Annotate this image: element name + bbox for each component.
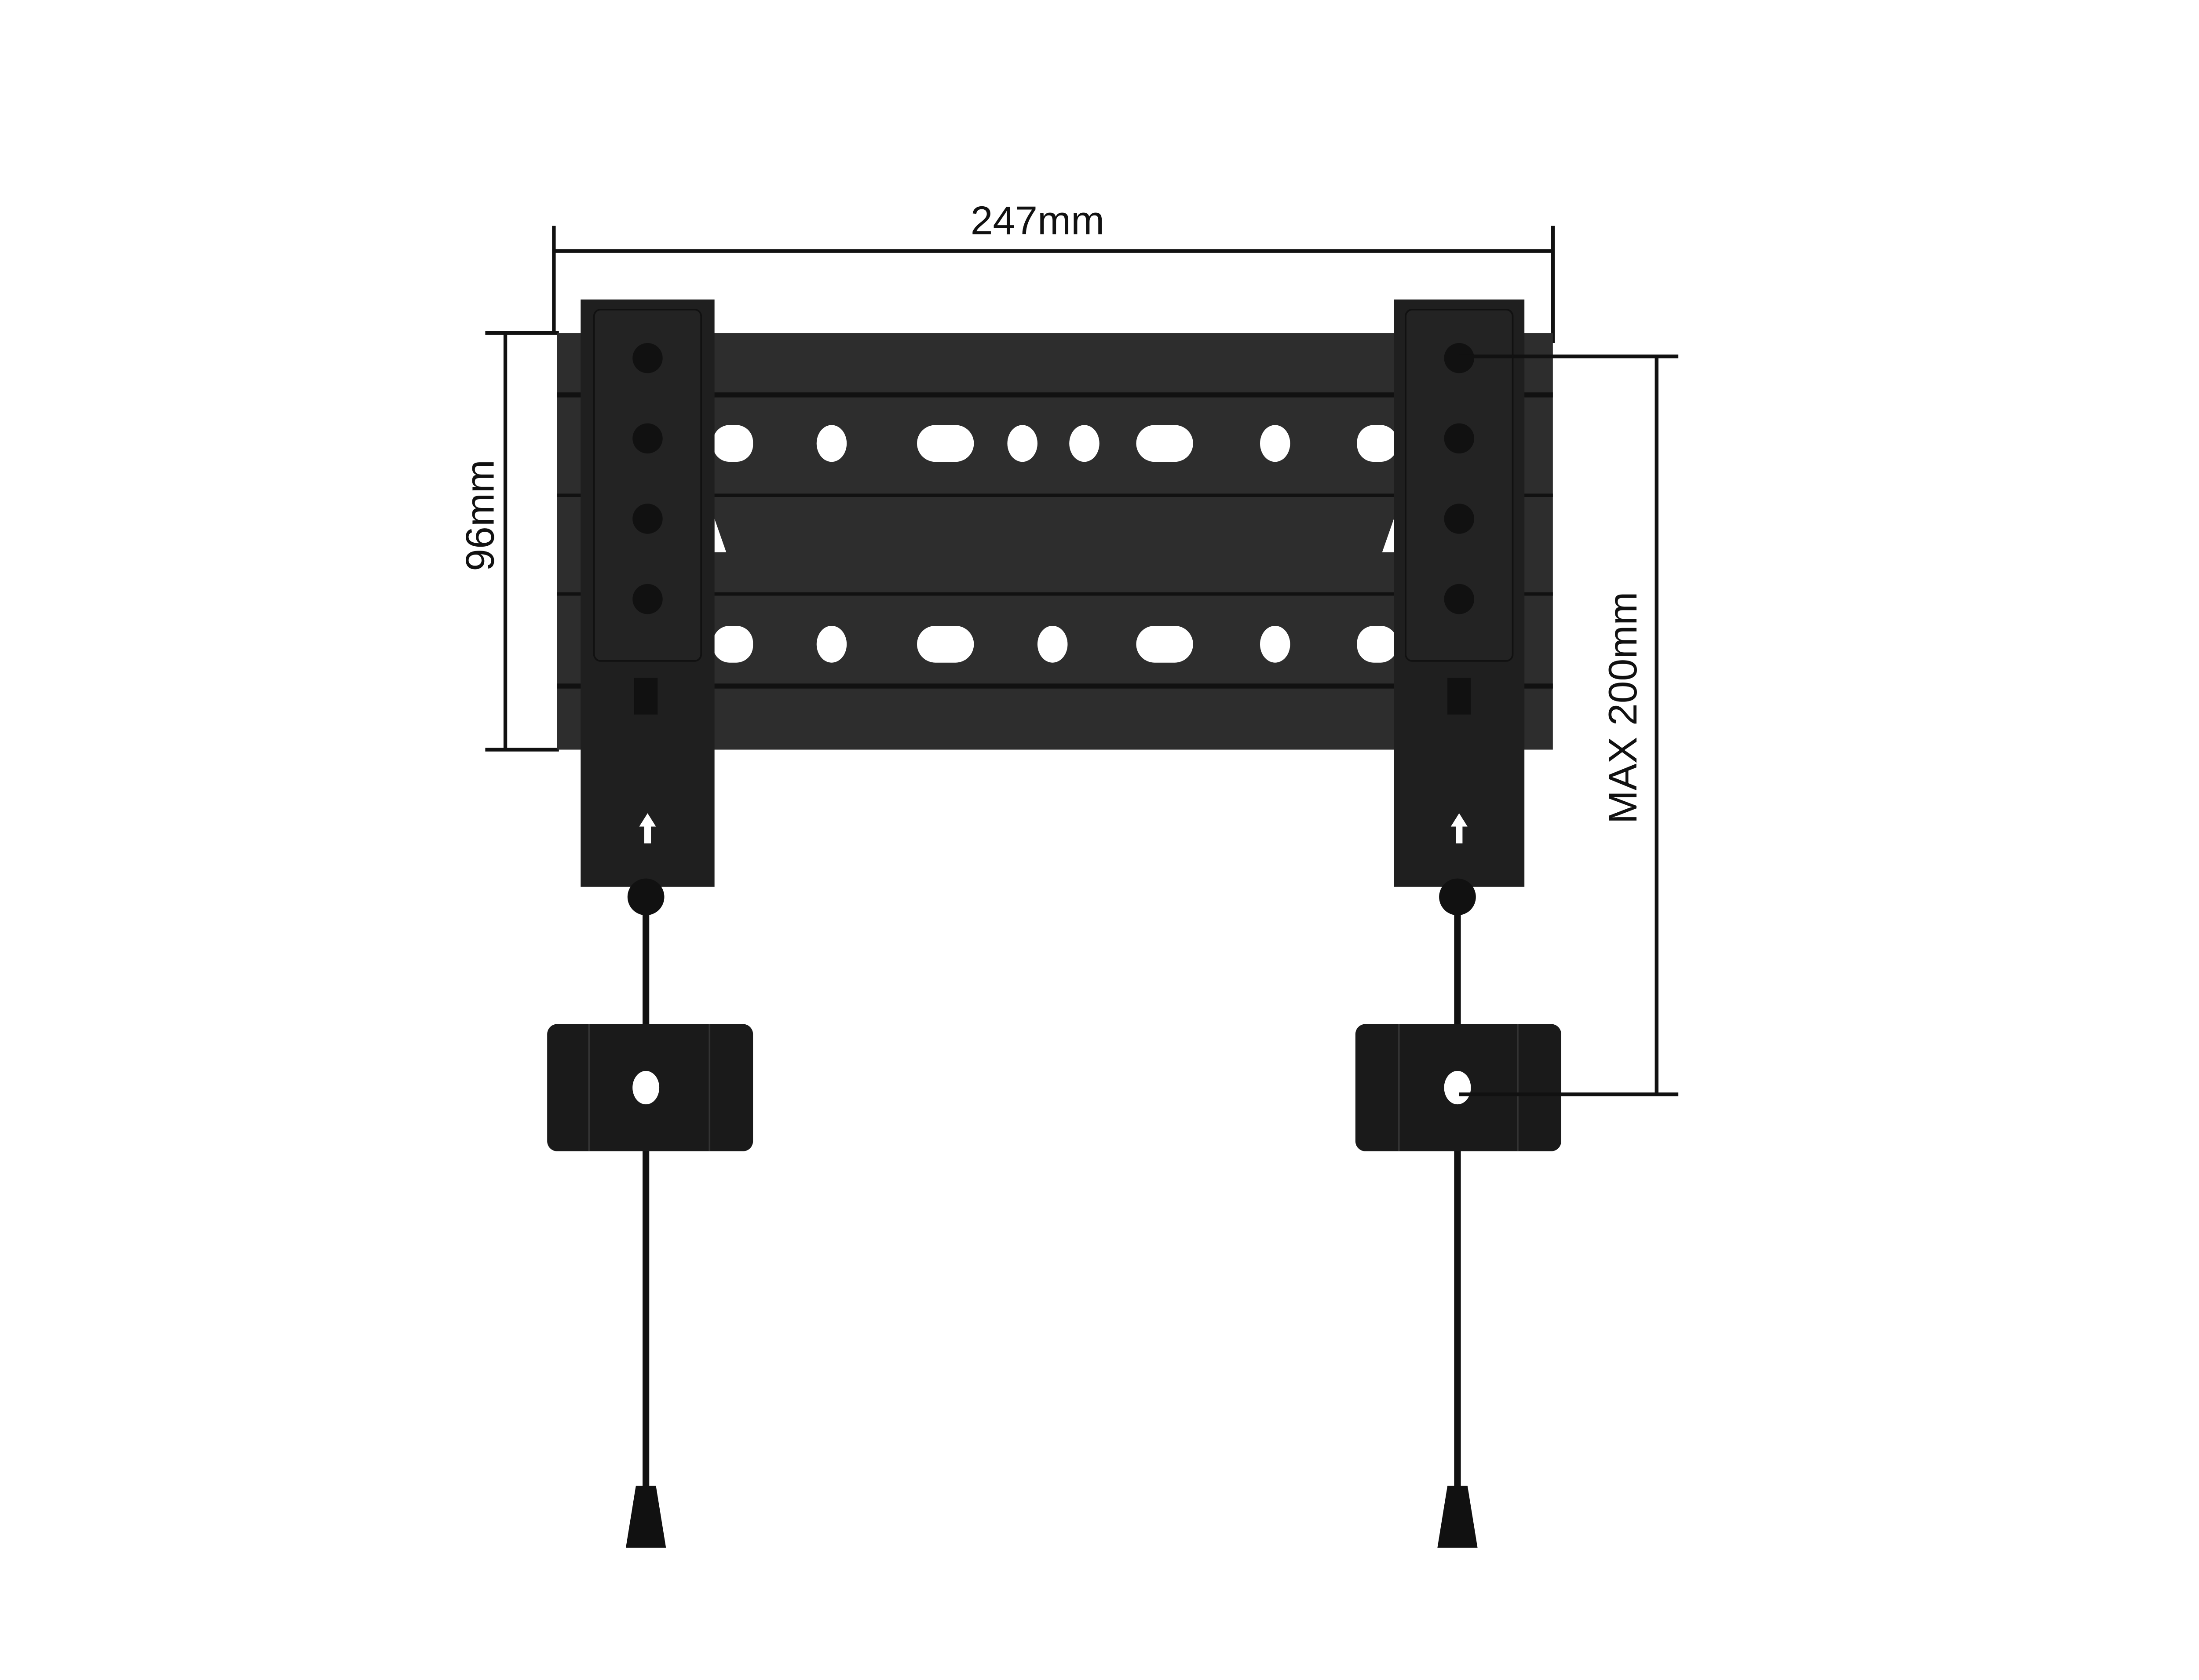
left-foot xyxy=(625,1486,666,1548)
arrow-up-icon xyxy=(639,813,656,844)
bottom-rail-holes xyxy=(712,625,1397,663)
mount-plate xyxy=(557,333,1553,750)
height-dimension: 96mm xyxy=(457,331,559,752)
top-rail-holes xyxy=(712,425,1397,462)
arrow-up-icon xyxy=(1450,813,1468,844)
left-upright-assembly xyxy=(547,299,753,1548)
max-vesa-label: MAX 200mm xyxy=(1600,592,1645,824)
width-dimension: 247mm xyxy=(552,198,1555,343)
right-upright-assembly xyxy=(1355,299,1561,1548)
max-vesa-dimension: MAX 200mm xyxy=(1459,354,1679,1096)
right-foot xyxy=(1437,1486,1478,1548)
height-label: 96mm xyxy=(457,460,502,571)
width-label: 247mm xyxy=(971,198,1104,243)
